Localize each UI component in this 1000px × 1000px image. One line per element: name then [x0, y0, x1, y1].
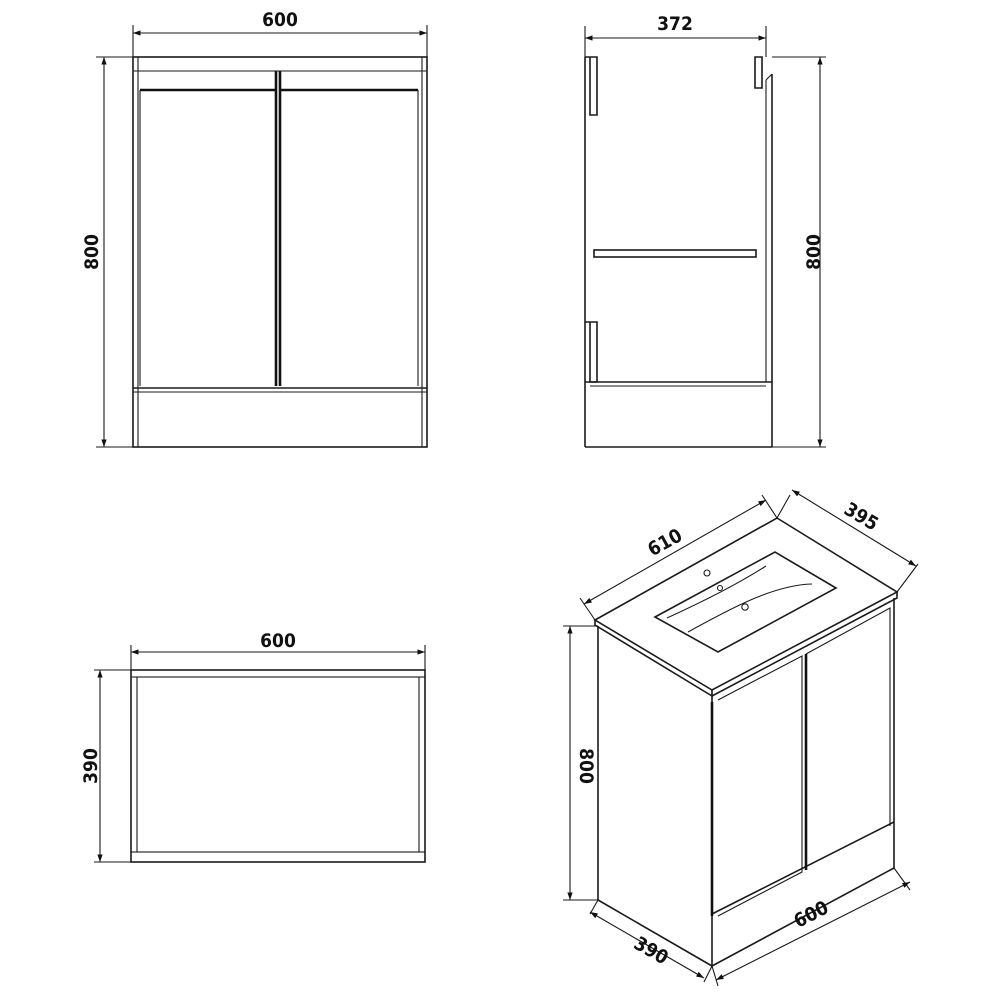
iso-left-door [717, 655, 803, 917]
top-depth-dimension: 390 [80, 669, 131, 863]
iso-right-door [804, 607, 891, 870]
top-view-cabinet [130, 669, 426, 863]
front-width-label: 600 [262, 9, 298, 31]
top-width-label: 600 [260, 630, 296, 652]
iso-basin-depth-label: 395 [840, 498, 882, 535]
side-height-dimension: 800 [772, 56, 826, 448]
iso-height-dimension: 800 [563, 625, 598, 901]
front-height-dimension: 800 [81, 56, 133, 448]
iso-depth-dimension: 390 [589, 899, 713, 983]
side-view-cabinet [584, 56, 773, 448]
front-view-right-door [278, 71, 419, 386]
side-depth-dimension: 372 [584, 13, 767, 57]
top-width-dimension: 600 [130, 630, 426, 670]
iso-width-dimension: 600 [711, 867, 911, 987]
side-depth-label: 372 [657, 13, 693, 35]
side-view: 372 800 [584, 13, 826, 448]
isometric-view: 610 395 800 390 600 [563, 489, 919, 987]
iso-depth-label: 390 [630, 932, 672, 969]
front-view-left-door [139, 71, 278, 386]
iso-width-label: 600 [790, 897, 832, 933]
iso-height-label: 800 [575, 748, 597, 784]
iso-countertop [593, 517, 899, 698]
iso-basin [653, 551, 838, 653]
side-height-label: 800 [803, 234, 825, 270]
front-width-dimension: 600 [132, 9, 428, 57]
top-view: 600 390 [80, 630, 426, 863]
front-view-cabinet [132, 56, 428, 448]
iso-basin-width-label: 610 [644, 524, 686, 561]
front-height-label: 800 [81, 234, 103, 270]
top-depth-label: 390 [80, 748, 102, 784]
iso-basin-depth-dimension: 395 [776, 489, 919, 593]
front-view: 600 800 [81, 9, 428, 448]
